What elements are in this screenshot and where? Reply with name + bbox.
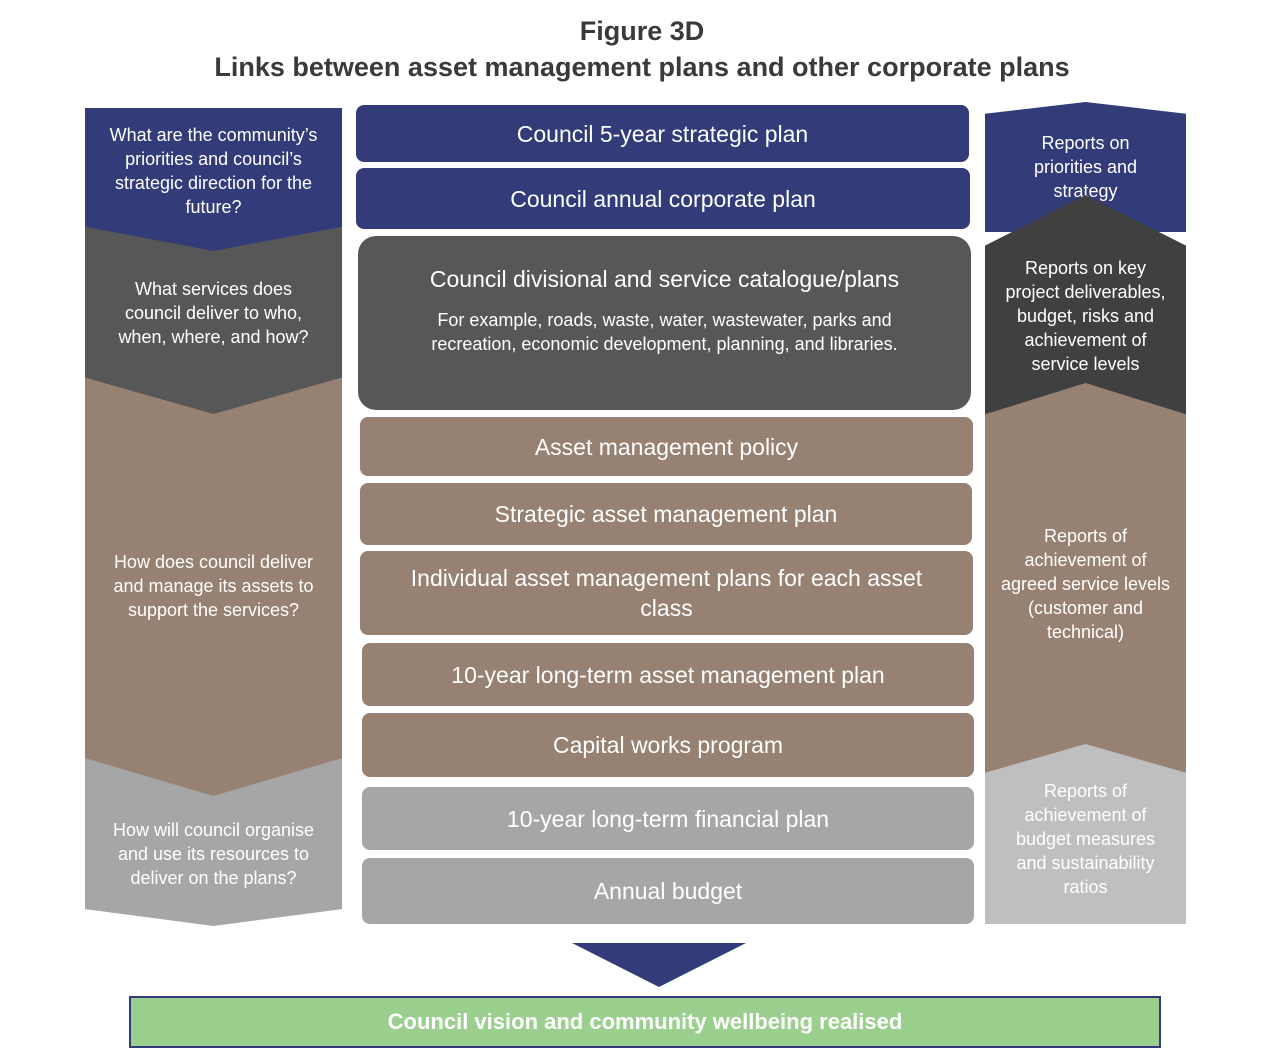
individual-asset-plans-label: Individual asset management plans for ea…: [410, 565, 923, 621]
annual-corporate-plan-box: Council annual corporate plan: [356, 168, 970, 229]
divisional-plans-example: For example, roads, waste, water, wastew…: [431, 310, 898, 354]
figure-title: Links between asset management plans and…: [214, 52, 1070, 82]
long-term-asset-plan-label: 10-year long-term asset management plan: [451, 661, 885, 688]
annual-corporate-plan-label: Council annual corporate plan: [510, 185, 816, 212]
down-arrow-icon: [572, 943, 746, 987]
long-term-financial-plan-label: 10-year long-term financial plan: [506, 805, 830, 832]
strategic-asset-plan-label: Strategic asset management plan: [494, 501, 838, 527]
long-term-financial-plan-box: 10-year long-term financial plan: [362, 787, 974, 850]
asset-policy-box: Asset management policy: [360, 417, 973, 476]
strategic-asset-plan-box: Strategic asset management plan: [360, 483, 972, 545]
divisional-plans-box: Council divisional and service catalogue…: [358, 236, 971, 410]
outcome-label: Council vision and community wellbeing r…: [387, 1009, 903, 1034]
left-chevron-resources: How will council organise and use its re…: [85, 757, 342, 926]
left-question-resources: How will council organise and use its re…: [112, 819, 315, 888]
outcome-banner: Council vision and community wellbeing r…: [129, 996, 1161, 1048]
annual-budget-label: Annual budget: [593, 878, 743, 904]
right-report-strategy: Reports on priorities and strategy: [1033, 133, 1138, 201]
left-question-services: What services does council deliver to wh…: [118, 279, 309, 347]
right-chevron-service-levels: Reports of achievement of agreed service…: [985, 383, 1186, 774]
left-chevron-priorities: What are the community’s priorities and …: [85, 108, 342, 251]
figure-label: Figure 3D: [579, 16, 705, 46]
asset-policy-label: Asset management policy: [534, 433, 799, 460]
right-chevron-deliverables: Reports on key project deliverables, bud…: [985, 195, 1186, 415]
left-question-assets: How does council deliver and manage its …: [113, 551, 314, 620]
left-chevron-assets: How does council deliver and manage its …: [85, 375, 342, 796]
long-term-asset-plan-box: 10-year long-term asset management plan: [362, 643, 974, 706]
capital-works-box: Capital works program: [362, 713, 974, 777]
individual-asset-plans-box: Individual asset management plans for ea…: [360, 551, 973, 635]
annual-budget-box: Annual budget: [362, 858, 974, 924]
divisional-plans-title: Council divisional and service catalogue…: [429, 266, 900, 292]
capital-works-label: Capital works program: [552, 732, 784, 758]
strategic-plan-label: Council 5-year strategic plan: [516, 120, 809, 147]
right-report-budget: Reports of achievement of budget measure…: [1015, 781, 1156, 897]
right-report-deliverables: Reports on key project deliverables, bud…: [1005, 258, 1166, 374]
left-chevron-services: What services does council deliver to wh…: [85, 222, 342, 414]
right-report-service-levels: Reports of achievement of agreed service…: [1000, 525, 1171, 642]
right-chevron-budget: Reports of achievement of budget measure…: [985, 744, 1186, 924]
strategic-plan-box: Council 5-year strategic plan: [356, 105, 969, 162]
left-question-priorities: What are the community’s priorities and …: [109, 124, 318, 217]
